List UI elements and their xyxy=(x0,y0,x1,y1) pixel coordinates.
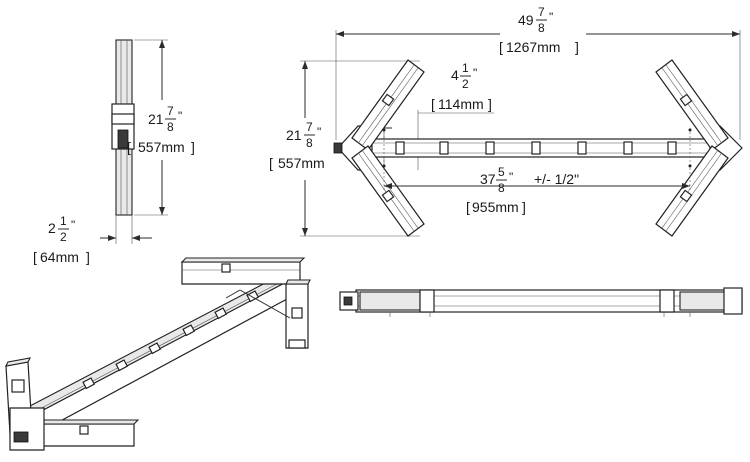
arm-unit: " xyxy=(317,125,321,139)
front-view-ticks xyxy=(389,312,691,317)
top-view-left-upper-arm xyxy=(351,59,425,151)
overall-mm: 1267mm xyxy=(506,39,560,55)
iso-beam xyxy=(27,279,301,433)
offset-unit: " xyxy=(473,66,477,80)
side-width-unit: " xyxy=(71,218,75,232)
overall-num: 7 xyxy=(538,5,545,19)
isometric-view xyxy=(5,257,311,451)
iso-upper-arm-horizontal xyxy=(180,257,306,285)
side-height-unit: " xyxy=(178,109,182,123)
arm-whole: 21 xyxy=(286,127,302,143)
top-view-right-lower-arm xyxy=(655,145,729,237)
side-width-bracket-right: ] xyxy=(86,249,90,265)
arm-bracket-left: [ xyxy=(269,155,273,171)
top-view-left-lower-arm xyxy=(351,145,425,237)
side-height-bracket-right: ] xyxy=(191,139,195,155)
side-height-mm: 557mm xyxy=(138,139,185,155)
offset-whole: 4 xyxy=(451,67,459,83)
iso-lower-arm-horizontal xyxy=(38,419,140,447)
top-view-right-upper-arm xyxy=(655,59,729,151)
side-width-num: 1 xyxy=(60,214,67,228)
side-width-whole: 2 xyxy=(48,220,56,236)
top-view: 49 7 8 " [ 1267mm ] 21 7 8 " [ 557mm 4 1… xyxy=(269,5,743,237)
side-height-bracket-left: [ xyxy=(127,139,131,155)
arm-num: 7 xyxy=(306,120,313,134)
iso-connector xyxy=(13,431,29,443)
overall-bracket-right: ] xyxy=(575,39,579,55)
front-view xyxy=(339,287,743,317)
span-bracket-right: ] xyxy=(522,199,526,215)
side-height-num: 7 xyxy=(167,104,174,118)
overall-whole: 49 xyxy=(518,12,534,28)
offset-num: 1 xyxy=(462,61,469,75)
top-view-beam-clips xyxy=(395,141,677,155)
arm-den: 8 xyxy=(306,136,313,150)
side-view: 21 7 8 " [ 557mm ] 2 1 2 " [ 64mm ] xyxy=(33,39,195,265)
overall-bracket-left: [ xyxy=(499,39,503,55)
side-width-den: 2 xyxy=(60,230,67,244)
side-width-bracket-left: [ xyxy=(33,249,37,265)
span-whole: 37 xyxy=(480,171,496,187)
side-width-mm: 64mm xyxy=(40,249,79,265)
offset-mm: 114mm xyxy=(438,96,484,112)
side-height-den: 8 xyxy=(167,120,174,134)
span-unit: " xyxy=(509,170,513,184)
span-bracket-left: [ xyxy=(466,199,470,215)
offset-bracket-right: ] xyxy=(488,96,492,112)
span-mm: 955mm xyxy=(472,199,519,215)
span-den: 8 xyxy=(498,181,505,195)
offset-den: 2 xyxy=(462,77,469,91)
arm-mm: 557mm xyxy=(278,155,325,171)
overall-den: 8 xyxy=(538,21,545,35)
offset-bracket-left: [ xyxy=(431,96,435,112)
side-height-whole: 21 xyxy=(148,111,164,127)
iso-lower-hub xyxy=(9,407,45,451)
span-num: 5 xyxy=(498,165,505,179)
iso-upper-arm-vertical xyxy=(285,279,311,349)
span-tolerance: +/- 1/2" xyxy=(534,171,579,187)
iso-beam-clips xyxy=(82,290,260,390)
overall-unit: " xyxy=(549,10,553,24)
side-view-connector xyxy=(117,129,129,149)
